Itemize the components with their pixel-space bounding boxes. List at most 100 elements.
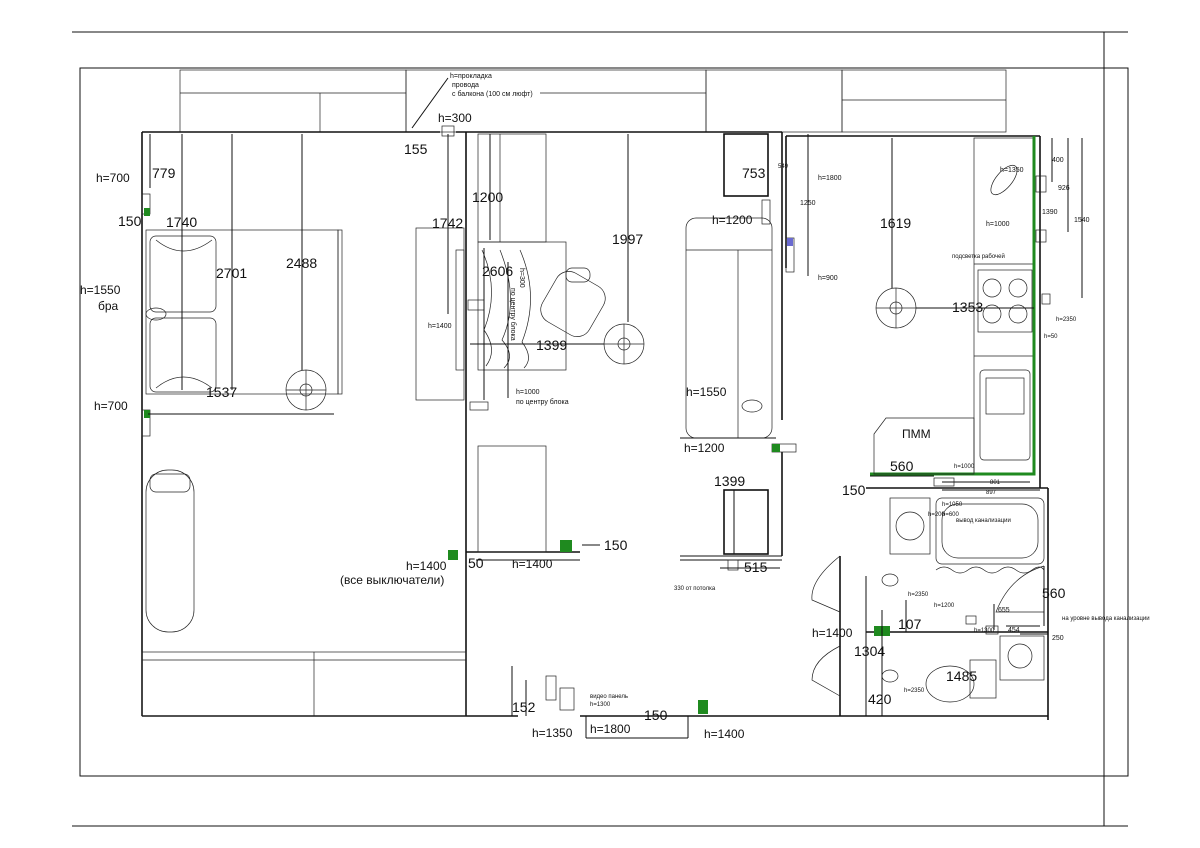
dim-label: ПММ [902, 427, 931, 441]
dim-label: 150 [118, 213, 142, 229]
dim-label: 1250 [800, 200, 816, 207]
dim-label: 107 [898, 616, 922, 632]
dim-label: 152 [512, 699, 536, 715]
dim-label: 1399 [714, 473, 745, 489]
dim-label: h=1400 [704, 727, 745, 741]
dim-label: h=1300 [974, 628, 995, 634]
dim-label: h=1000 [516, 389, 540, 396]
dim-label: h=1000 [954, 464, 975, 470]
dim-label: h=50 [1044, 334, 1058, 340]
dim-label: 1619 [880, 215, 911, 231]
dim-label: h=1400 [406, 559, 447, 573]
dim-label: 753 [742, 165, 766, 181]
dim-label: 897 [986, 490, 997, 496]
dim-label: 2488 [286, 255, 317, 271]
dim-label: h=2350 [908, 592, 929, 598]
dim-label: h=600 [942, 512, 960, 518]
dim-label: 2701 [216, 265, 247, 281]
dim-label: 1537 [206, 384, 237, 400]
dim-label: 1997 [612, 231, 643, 247]
dim-label: h=1350 [532, 726, 573, 740]
dim-label: 515 [744, 559, 768, 575]
dim-label: h=900 [818, 275, 838, 282]
dim-label: 1742 [432, 215, 463, 231]
dim-label: 454 [1008, 627, 1020, 634]
dim-label: h=1300 [590, 702, 611, 708]
dim-label: 400 [1052, 157, 1064, 164]
dim-label: 1304 [854, 643, 885, 659]
washing-machine [889, 497, 931, 555]
dishwasher-block [873, 417, 975, 475]
balcony [179, 69, 1007, 133]
dim-label: 1740 [166, 214, 197, 230]
dim-label: подсветка рабочей [952, 253, 1005, 260]
dim-label: h=1550 [80, 283, 121, 297]
wardrobe-right-top [723, 133, 769, 197]
dim-label: 1540 [1074, 217, 1090, 224]
wardrobe-bottom [141, 651, 467, 717]
dim-label: по центру блока [516, 398, 569, 406]
dim-label: 1353 [952, 299, 983, 315]
balcony-note: с балкона (100 см люфт) [452, 90, 533, 98]
dimension-lines [148, 134, 1083, 739]
dim-label: по центру блока [509, 288, 517, 341]
dim-label: вывод канализации [956, 518, 1011, 524]
washbasin [999, 635, 1045, 681]
dim-label: 560 [1042, 585, 1066, 601]
wardrobe-right-bottom [680, 489, 782, 561]
dim-label: h=2350 [904, 688, 925, 694]
balcony-note: провода [452, 82, 479, 89]
dim-label: h=1400 [428, 323, 452, 330]
dim-label: 420 [868, 691, 892, 707]
ceiling-lamp-icon [875, 287, 917, 329]
sofa-left [145, 469, 195, 633]
dim-label: 1200 [472, 189, 503, 205]
toilet [925, 659, 997, 703]
bathtub [935, 497, 1045, 574]
cabinet-bottom [477, 445, 547, 553]
dim-label: h=1350 [1000, 167, 1024, 174]
dim-label: 50 [468, 555, 484, 571]
dim-label: на уровне вывода канализации [1062, 616, 1150, 622]
dim-label: 779 [152, 165, 176, 181]
dim-label: видео панель [590, 694, 628, 700]
dim-label: 549 [778, 164, 789, 170]
dim-label: 330 от потолка [674, 586, 716, 592]
dim-label: 250 [1052, 635, 1064, 642]
dim-label: h=1400 [512, 557, 553, 571]
dim-label: 1399 [536, 337, 567, 353]
dim-label: h=300 [518, 268, 525, 288]
ceiling-lamp-icon [603, 323, 645, 365]
dim-label: h=200 [928, 512, 946, 518]
dim-label: h=300 [438, 111, 472, 125]
dim-label: 655 [998, 607, 1010, 614]
dim-label: h=1400 [812, 626, 853, 640]
bed [145, 229, 343, 395]
dim-label: h=1200 [712, 213, 753, 227]
dim-label: h=700 [94, 399, 128, 413]
dim-label: h=700 [96, 171, 130, 185]
dim-label: h=1200 [684, 441, 725, 455]
dim-label: 926 [1058, 185, 1070, 192]
dim-label: h=2350 [1056, 317, 1077, 323]
dim-label: h=1550 [686, 385, 727, 399]
cabinet-top [477, 133, 547, 243]
desk-wall [415, 227, 465, 401]
dim-label: бра [98, 299, 119, 313]
dim-label: 2606 [482, 263, 513, 279]
dim-label: 150 [842, 482, 866, 498]
dim-label: h=1000 [986, 221, 1010, 228]
chair [540, 267, 606, 337]
dim-label: 801 [990, 480, 1001, 486]
dim-label: 150 [604, 537, 628, 553]
wall-lamp-icon [145, 307, 899, 683]
dimension-labels: h=прокладка провода с балкона (100 см лю… [80, 73, 1150, 741]
dim-label: h=1800 [818, 175, 842, 182]
sofa-right [685, 217, 773, 439]
dim-label: h=1200 [934, 603, 955, 609]
dim-label: 150 [644, 707, 668, 723]
balcony-note: h=прокладка [450, 73, 492, 80]
dim-label: (все выключатели) [340, 573, 444, 587]
ceiling-lamp-icon [285, 369, 327, 411]
